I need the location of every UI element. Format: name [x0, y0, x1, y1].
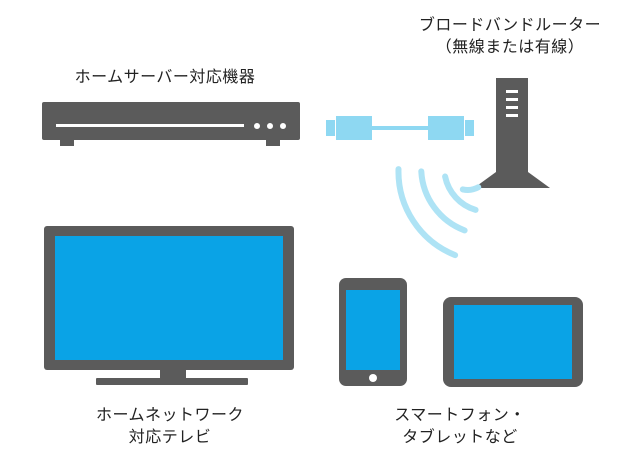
router-body	[496, 78, 528, 184]
tv-screen	[55, 236, 283, 360]
tv-label-line1: ホームネットワーク	[95, 405, 245, 424]
router-label-line1: ブロードバンドルーター	[418, 15, 602, 34]
server-led-1	[254, 123, 260, 129]
server-slot	[56, 124, 244, 127]
tv-neck	[160, 370, 186, 378]
tablet-screen	[454, 305, 572, 379]
router-led-2	[506, 98, 518, 101]
wifi-wave-3	[418, 168, 468, 234]
wifi-wave-4	[395, 166, 459, 259]
router-stand	[474, 172, 550, 188]
home-server-icon	[42, 102, 300, 146]
cable-wire	[372, 126, 428, 130]
server-led-2	[267, 123, 273, 129]
mobile-label: スマートフォン・ タブレットなど	[350, 404, 570, 448]
tv-icon	[44, 226, 294, 385]
server-foot-left	[60, 140, 74, 146]
mobile-label-line2: タブレットなど	[402, 427, 518, 446]
lan-cable-icon	[326, 116, 474, 140]
cable-plug-left-tip	[326, 120, 335, 136]
router-led-4	[506, 114, 518, 117]
server-foot-right	[266, 140, 280, 146]
smartphone-icon	[339, 278, 407, 386]
cable-plug-right-tip	[465, 120, 474, 136]
router-label-line2: （無線または有線）	[435, 37, 585, 56]
router-icon	[474, 78, 550, 188]
cable-plug-right	[428, 116, 464, 140]
wifi-wave-2	[442, 173, 479, 213]
cable-plug-left	[336, 116, 372, 140]
tv-base	[96, 378, 248, 385]
phone-screen	[346, 290, 400, 370]
mobile-label-line1: スマートフォン・	[394, 405, 526, 424]
wifi-waves-icon	[395, 166, 482, 259]
tablet-icon	[443, 297, 583, 387]
router-led-3	[506, 106, 518, 109]
phone-home-button	[369, 374, 377, 382]
home-server-label: ホームサーバー対応機器	[40, 66, 290, 88]
router-label: ブロードバンドルーター （無線または有線）	[390, 14, 630, 58]
router-led-1	[506, 90, 518, 93]
tv-label: ホームネットワーク 対応テレビ	[50, 404, 290, 448]
tv-label-line2: 対応テレビ	[128, 427, 212, 446]
wifi-wave-1	[459, 184, 482, 193]
server-led-3	[280, 123, 286, 129]
home-server-label-text: ホームサーバー対応機器	[74, 67, 256, 86]
server-body	[42, 102, 300, 140]
